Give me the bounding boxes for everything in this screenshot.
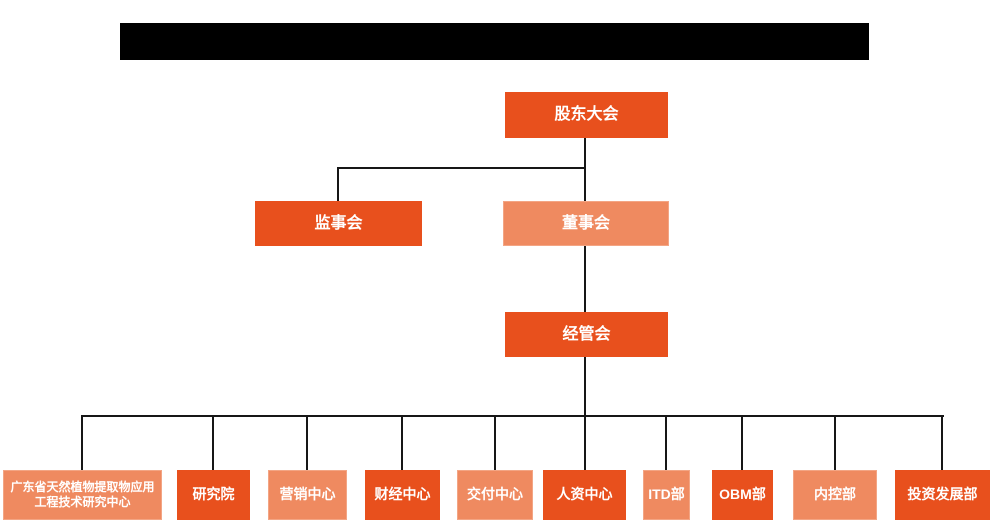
node-dept-internal-control: 内控部 xyxy=(793,470,877,520)
node-dept-investment-development: 投资发展部 xyxy=(895,470,990,520)
node-dept-hr-center: 人资中心 xyxy=(543,470,626,520)
connector-supervisory-drop xyxy=(337,167,339,201)
connector-board-management xyxy=(584,246,586,312)
node-dept-obm: OBM部 xyxy=(712,470,773,520)
node-dept-finance-center: 财经中心 xyxy=(365,470,440,520)
redacted-title-bar xyxy=(120,23,869,60)
connector-branch-horizontal xyxy=(337,167,586,169)
connector-dept-drop xyxy=(81,415,83,470)
connector-dept-drop xyxy=(741,415,743,470)
connector-department-bus xyxy=(82,415,944,417)
connector-dept-drop xyxy=(306,415,308,470)
connector-dept-drop xyxy=(212,415,214,470)
connector-dept-drop xyxy=(401,415,403,470)
connector-management-bus xyxy=(584,357,586,415)
connector-shareholders-board xyxy=(584,138,586,201)
node-dept-itd: ITD部 xyxy=(643,470,690,520)
node-dept-delivery-center: 交付中心 xyxy=(457,470,533,520)
node-board-of-directors: 董事会 xyxy=(503,201,669,246)
connector-dept-drop xyxy=(494,415,496,470)
node-dept-research-institute: 研究院 xyxy=(177,470,250,520)
connector-dept-drop xyxy=(834,415,836,470)
node-dept-marketing-center: 营销中心 xyxy=(268,470,347,520)
node-dept-research-center: 广东省天然植物提取物应用工程技术研究中心 xyxy=(3,470,162,520)
connector-dept-drop xyxy=(941,415,943,470)
node-supervisory-board: 监事会 xyxy=(255,201,422,246)
connector-dept-drop xyxy=(665,415,667,470)
node-shareholders-meeting: 股东大会 xyxy=(505,92,668,138)
connector-dept-drop xyxy=(584,415,586,470)
node-management-committee: 经管会 xyxy=(505,312,668,357)
